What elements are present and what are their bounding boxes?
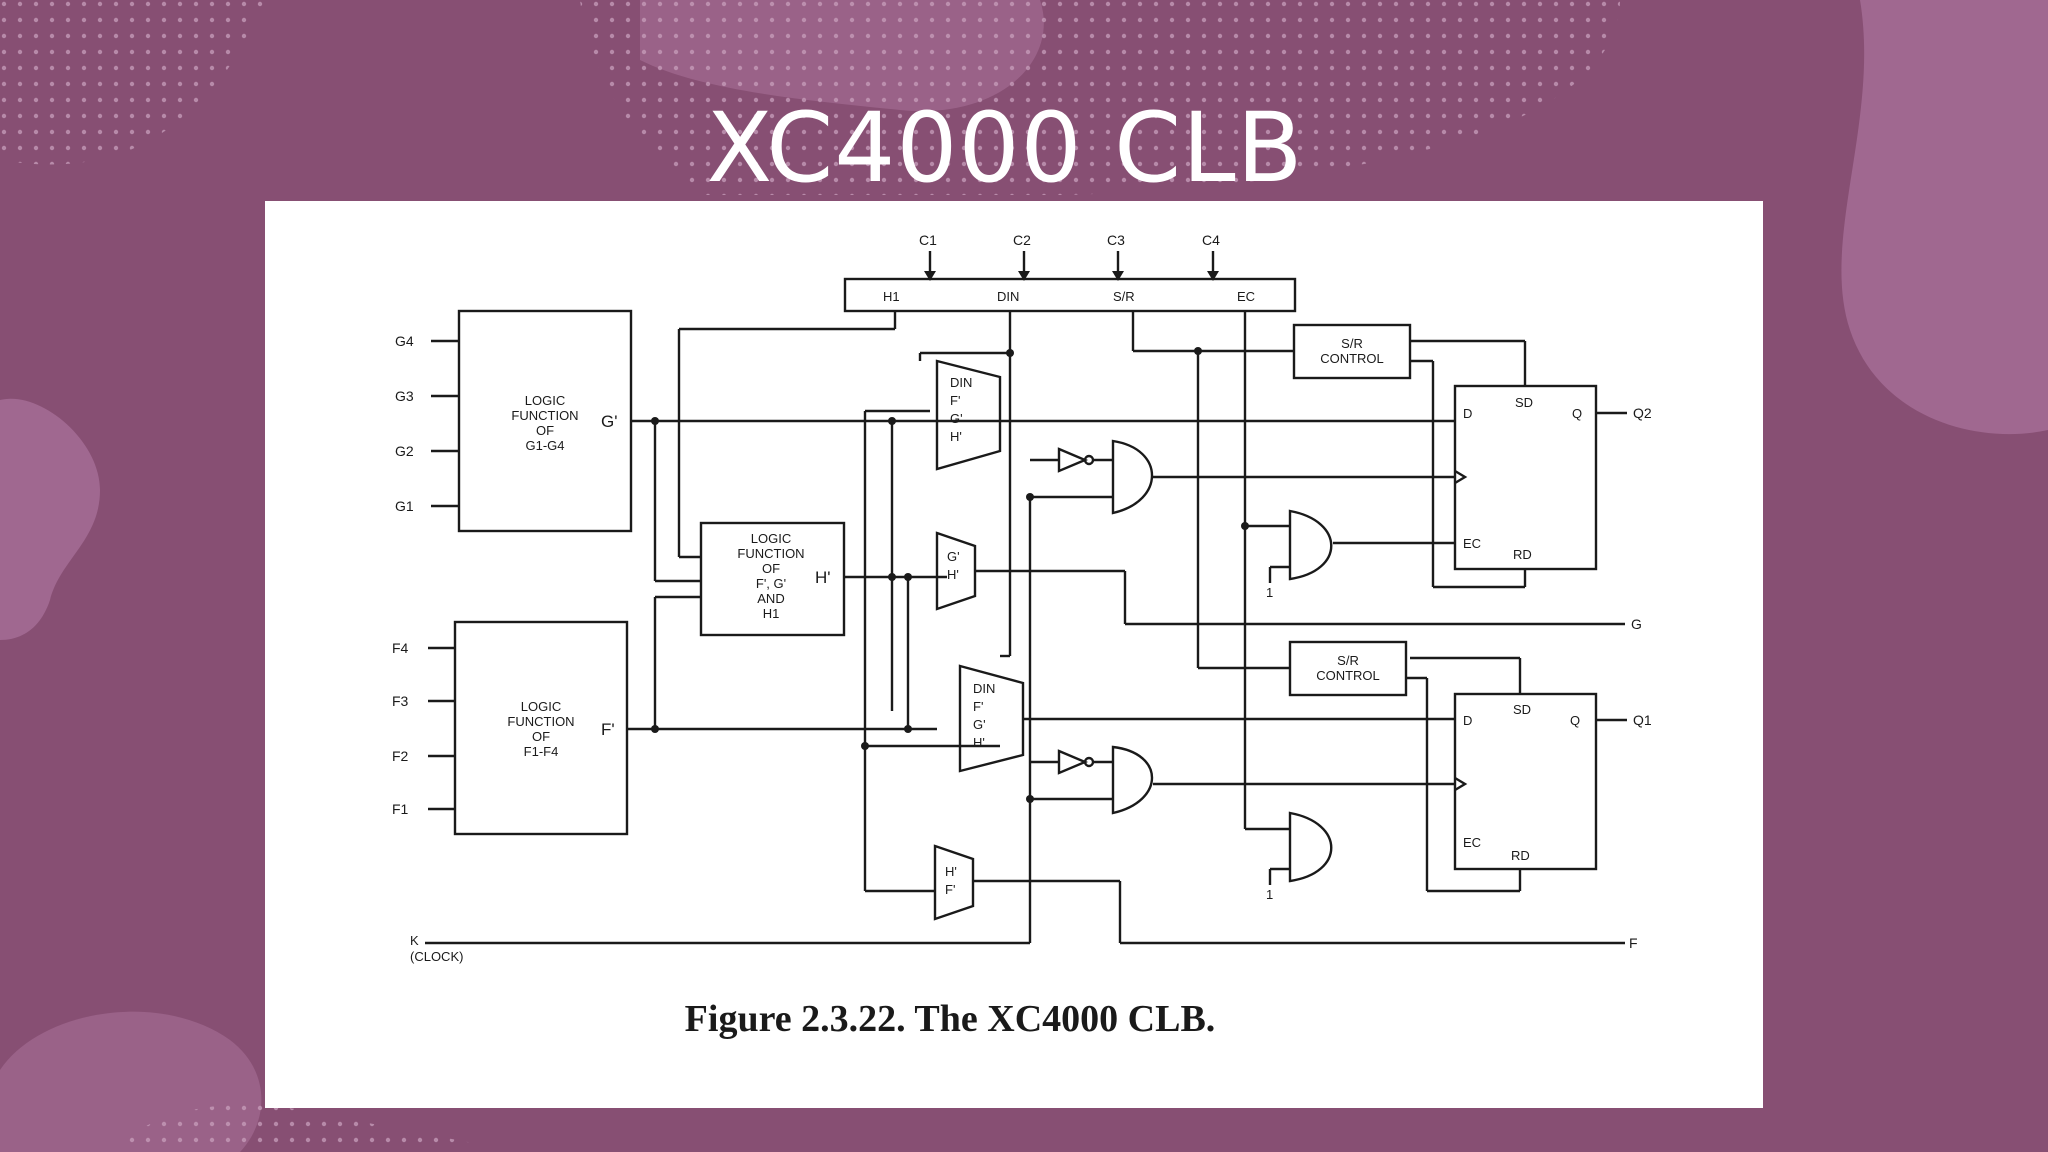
clk-gate-top bbox=[1111, 439, 1153, 515]
flip-flop-q2 bbox=[1453, 384, 1598, 571]
bus-din: DIN bbox=[997, 289, 1019, 304]
c2-label: C2 bbox=[1013, 232, 1031, 248]
g-prime-output: G' bbox=[601, 412, 617, 431]
h-block-line-6: H1 bbox=[763, 606, 780, 621]
sr-top-line-1: S/R bbox=[1341, 336, 1363, 351]
h-block-line-3: OF bbox=[762, 561, 780, 576]
mux-bottom-din: DIN bbox=[973, 681, 995, 696]
mux-bottom-g: G' bbox=[973, 717, 986, 732]
mux-top-din: DIN bbox=[950, 375, 972, 390]
g2-label: G2 bbox=[395, 443, 414, 459]
ff2-ec: EC bbox=[1463, 536, 1481, 551]
h-block-line-1: LOGIC bbox=[751, 531, 791, 546]
f-block-line-4: F1-F4 bbox=[524, 744, 559, 759]
mux-top-g: G' bbox=[950, 411, 963, 426]
c3-label: C3 bbox=[1107, 232, 1125, 248]
sr-top-line-2: CONTROL bbox=[1320, 351, 1384, 366]
mux-bottom bbox=[958, 664, 1025, 773]
h-block-line-2: FUNCTION bbox=[737, 546, 804, 561]
ff2-sd: SD bbox=[1515, 395, 1533, 410]
output-g: G bbox=[1631, 616, 1642, 632]
mux-g bbox=[935, 531, 977, 611]
bus-ec: EC bbox=[1237, 289, 1255, 304]
h-block-line-4: F', G' bbox=[756, 576, 786, 591]
f3-label: F3 bbox=[392, 693, 409, 709]
vcc-top: 1 bbox=[1266, 585, 1273, 600]
bus-sr: S/R bbox=[1113, 289, 1135, 304]
output-f: F bbox=[1629, 935, 1638, 951]
g3-label: G3 bbox=[395, 388, 414, 404]
control-bus bbox=[843, 277, 1297, 313]
clock-label: (CLOCK) bbox=[410, 949, 463, 964]
mux-top-h: H' bbox=[950, 429, 962, 444]
output-q2: Q2 bbox=[1633, 405, 1652, 421]
h-block-line-5: AND bbox=[757, 591, 784, 606]
ec-gate-top bbox=[1288, 509, 1333, 581]
blob-left bbox=[0, 398, 100, 640]
bus-h1: H1 bbox=[883, 289, 900, 304]
flip-flop-q1 bbox=[1453, 692, 1598, 871]
dot-pattern-top-left bbox=[0, 0, 265, 165]
f2-label: F2 bbox=[392, 748, 409, 764]
f1-label: F1 bbox=[392, 801, 409, 817]
dot-pattern-top-center bbox=[580, 0, 1620, 195]
output-q1: Q1 bbox=[1633, 712, 1652, 728]
f-block-line-1: LOGIC bbox=[521, 699, 561, 714]
slide-title: XC4000 CLB bbox=[706, 92, 1304, 204]
mux-bottom-h: H' bbox=[973, 735, 985, 750]
ff2-q: Q bbox=[1572, 406, 1582, 421]
g-block-line-2: FUNCTION bbox=[511, 408, 578, 423]
figure-caption: Figure 2.3.22. The XC4000 CLB. bbox=[684, 998, 1216, 1040]
g1-label: G1 bbox=[395, 498, 414, 514]
g4-label: G4 bbox=[395, 333, 414, 349]
g-block-line-1: LOGIC bbox=[525, 393, 565, 408]
g-block-line-4: G1-G4 bbox=[525, 438, 564, 453]
ff1-ec: EC bbox=[1463, 835, 1481, 850]
ff1-rd: RD bbox=[1511, 848, 1530, 863]
vcc-bottom: 1 bbox=[1266, 887, 1273, 902]
ff1-sd: SD bbox=[1513, 702, 1531, 717]
c4-label: C4 bbox=[1202, 232, 1220, 248]
mux-top bbox=[935, 359, 1002, 471]
h-logic-block bbox=[699, 521, 846, 637]
ff1-d: D bbox=[1463, 713, 1472, 728]
sr-bottom-line-1: S/R bbox=[1337, 653, 1359, 668]
ff1-q: Q bbox=[1570, 713, 1580, 728]
clock-k: K bbox=[410, 933, 419, 948]
f-prime-output: F' bbox=[601, 720, 615, 739]
mux-g-h: H' bbox=[947, 567, 959, 582]
f-block-line-2: FUNCTION bbox=[507, 714, 574, 729]
blob-top-right bbox=[1841, 0, 2048, 435]
mux-g-g: G' bbox=[947, 549, 960, 564]
g-block-line-3: OF bbox=[536, 423, 554, 438]
c1-label: C1 bbox=[919, 232, 937, 248]
mux-bottom-f: F' bbox=[973, 699, 983, 714]
mux-top-f: F' bbox=[950, 393, 960, 408]
f4-label: F4 bbox=[392, 640, 409, 656]
h-prime-output: H' bbox=[815, 568, 831, 587]
ff2-d: D bbox=[1463, 406, 1472, 421]
mux-f bbox=[933, 844, 975, 921]
ec-gate-bottom bbox=[1288, 811, 1333, 883]
ff2-rd: RD bbox=[1513, 547, 1532, 562]
sr-bottom-line-2: CONTROL bbox=[1316, 668, 1380, 683]
clb-schematic: C1 C2 C3 C4 H1 DIN S/R EC G4 G3 G2 G1 F4… bbox=[392, 232, 1652, 964]
mux-f-f: F' bbox=[945, 882, 955, 897]
clb-diagram: C1 C2 C3 C4 H1 DIN S/R EC G4 G3 G2 G1 F4… bbox=[265, 201, 1763, 1108]
clk-gate-bottom bbox=[1111, 745, 1153, 815]
dot-pattern-bottom-left bbox=[110, 1104, 520, 1152]
f-block-line-3: OF bbox=[532, 729, 550, 744]
mux-f-h: H' bbox=[945, 864, 957, 879]
